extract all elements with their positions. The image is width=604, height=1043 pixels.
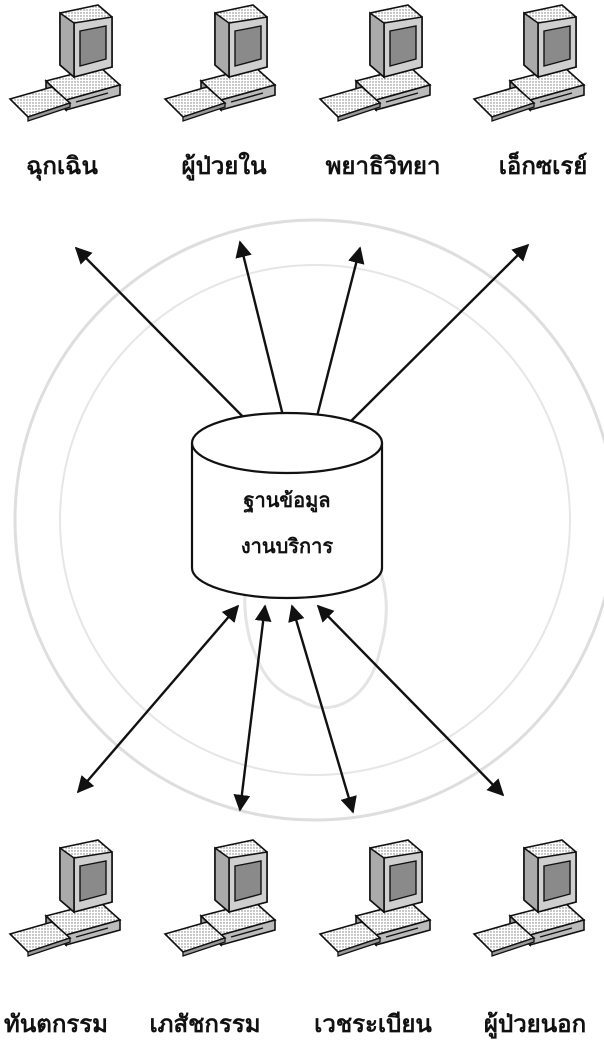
node-label-dental: ทันตกรรม	[4, 1004, 108, 1043]
database-label-line2: งานบริการ	[192, 530, 382, 562]
arrow-dental	[78, 606, 238, 792]
node-label-emergency: ฉุกเฉิน	[26, 146, 98, 185]
node-label-xray: เอ็กซเรย์	[499, 146, 588, 185]
node-label-medical-records: เวชระเบียน	[314, 1004, 432, 1043]
node-label-outpatient: ผู้ป่วยนอก	[484, 1004, 586, 1043]
arrow-pharmacy	[240, 606, 265, 810]
node-label-inpatient: ผู้ป่วยใน	[182, 146, 267, 185]
arrow-pathology	[312, 248, 360, 436]
arrow-outpatient	[318, 606, 503, 795]
arrow-medical-records	[292, 606, 353, 812]
arrow-xray	[336, 245, 528, 436]
database-label-line1: ฐานข้อมูล	[192, 484, 382, 516]
node-label-pharmacy: เภสัชกรรม	[149, 1004, 260, 1043]
arrow-emergency	[76, 248, 262, 436]
node-label-pathology: พยาธิวิทยา	[326, 146, 441, 185]
arrow-inpatient	[240, 242, 288, 436]
